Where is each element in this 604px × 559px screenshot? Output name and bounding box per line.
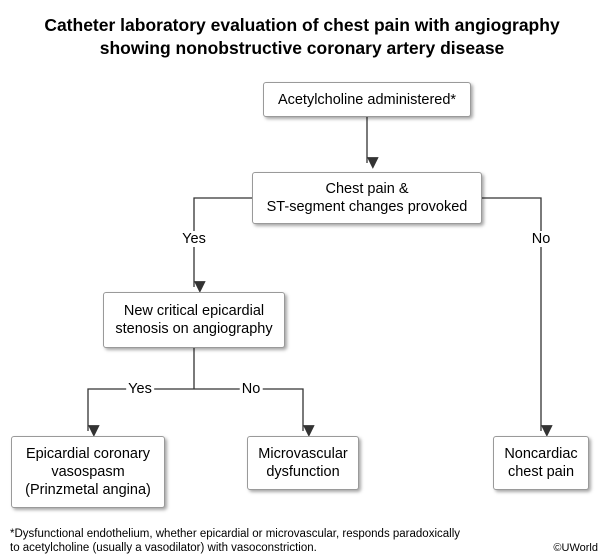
node-chest-pain-line-1: Chest pain & — [325, 181, 409, 197]
node-vasospasm-line-1: Epicardial coronary — [25, 446, 151, 462]
title-line-1: Catheter laboratory evaluation of chest … — [44, 15, 560, 35]
edge-label-stenosis-no: No — [239, 381, 263, 397]
node-noncardiac-line-2: chest pain — [507, 464, 575, 480]
node-stenosis-line-1: New critical epicardial — [123, 303, 265, 319]
copyright-notice: ©UWorld — [553, 542, 598, 554]
edge-label-chest-pain-no: No — [529, 231, 553, 247]
edge-stenosis-yes — [87, 388, 194, 437]
edge-chest-pain-yes — [193, 197, 252, 293]
node-microvascular: Microvascular dysfunction — [247, 436, 359, 490]
edge-stenosis-no — [194, 388, 315, 437]
edge-chest-pain-no — [482, 197, 553, 437]
footnote-line-1: *Dysfunctional endothelium, whether epic… — [10, 528, 461, 540]
node-vasospasm-line-3: (Prinzmetal angina) — [25, 482, 151, 498]
node-chest-pain: Chest pain & ST-segment changes provoked — [252, 172, 482, 224]
node-stenosis-line-2: stenosis on angiography — [115, 321, 273, 337]
node-microvascular-line-1: Microvascular — [258, 446, 348, 462]
node-acetylcholine: Acetylcholine administered* — [263, 82, 471, 117]
footnote: *Dysfunctional endothelium, whether epic… — [10, 527, 530, 555]
node-noncardiac-line-1: Noncardiac — [504, 446, 578, 462]
title-line-2: showing nonobstructive coronary artery d… — [99, 38, 505, 58]
node-vasospasm: Epicardial coronary vasospasm (Prinzmeta… — [11, 436, 165, 508]
edge-label-stenosis-yes: Yes — [126, 381, 154, 397]
footnote-line-2: to acetylcholine (usually a vasodilator)… — [10, 542, 317, 554]
diagram-title: Catheter laboratory evaluation of chest … — [0, 14, 604, 60]
edge-label-chest-pain-yes: Yes — [180, 231, 208, 247]
node-vasospasm-line-2: vasospasm — [51, 464, 125, 480]
node-microvascular-line-2: dysfunction — [266, 464, 340, 480]
node-chest-pain-line-2: ST-segment changes provoked — [266, 199, 468, 215]
node-stenosis: New critical epicardial stenosis on angi… — [103, 292, 285, 348]
node-noncardiac: Noncardiac chest pain — [493, 436, 589, 490]
node-acetylcholine-line-1: Acetylcholine administered* — [277, 91, 457, 108]
